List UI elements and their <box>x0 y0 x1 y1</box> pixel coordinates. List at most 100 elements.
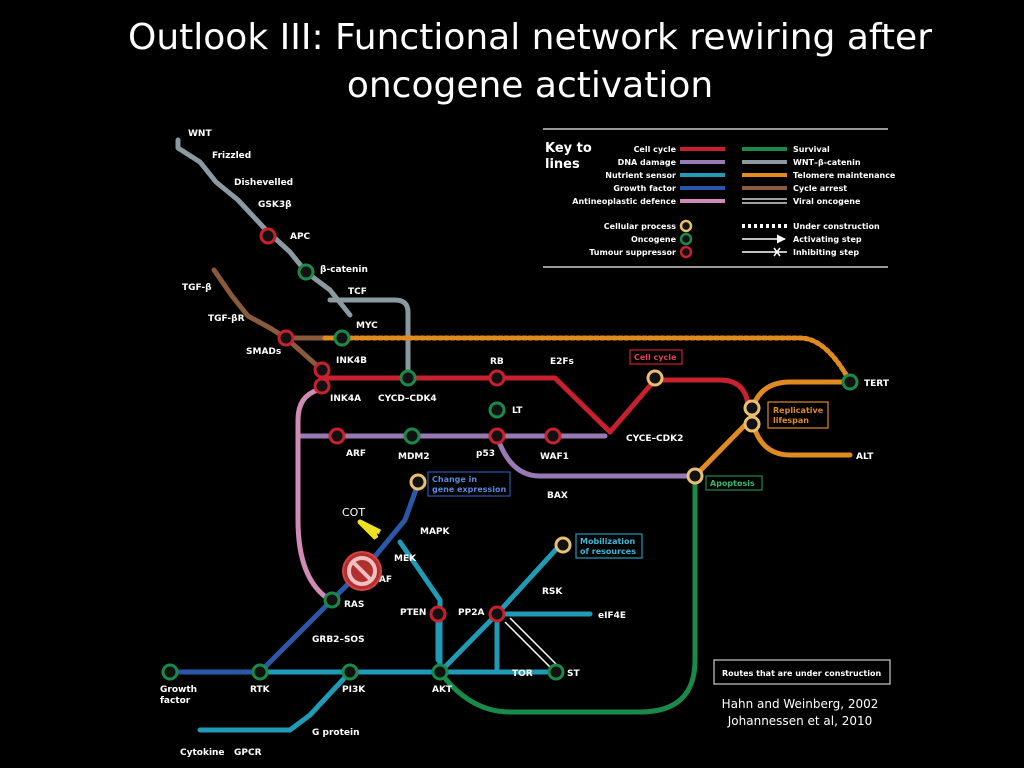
replicative-box-line-1: Replicative <box>773 406 824 415</box>
smads-node <box>277 329 295 347</box>
label-pi3k: PI3K <box>342 685 366 695</box>
pi3k-node <box>341 663 359 681</box>
label-gprotein: G protein <box>312 728 359 738</box>
key-step-inhibit-mark <box>773 247 781 257</box>
label-myc: MYC <box>356 321 378 331</box>
cell-cycle-box-text: Cell cycle <box>634 353 677 362</box>
key-node-swatch-1 <box>679 232 693 246</box>
label-growth-1: Growth <box>160 685 197 695</box>
apoptosis-box <box>705 475 763 491</box>
gprotein-line <box>197 669 353 733</box>
lt-node <box>488 401 506 419</box>
label-ink4b: INK4B <box>336 356 367 366</box>
key-left-label-0: Cell cycle <box>634 145 677 154</box>
label-mapk: MAPK <box>420 527 451 537</box>
label-growth-2: factor <box>160 696 191 706</box>
label-lt: LT <box>512 406 523 416</box>
key-node-label-2: Tumour suppressor <box>589 248 676 257</box>
label-wnt: WNT <box>188 129 212 139</box>
rtk-node <box>251 663 269 681</box>
label-smads: SMADs <box>246 347 281 357</box>
cycd-node <box>399 369 417 387</box>
tert-node <box>841 373 859 391</box>
mdm2-node <box>403 427 421 445</box>
cellcycle-line-right <box>652 377 751 408</box>
label-arf: ARF <box>346 449 366 459</box>
key-legend: Key to lines Cell cycle DNA damage Nutri… <box>543 128 896 268</box>
p53-bax-line <box>494 433 698 479</box>
label-akt: AKT <box>432 685 453 695</box>
apc-node <box>259 227 277 245</box>
slide-title-line-2: oncogene activation <box>346 65 714 106</box>
key-step-items: Under construction Activating step Inhib… <box>742 222 880 257</box>
label-tert: TERT <box>864 379 890 389</box>
label-apc: APC <box>290 232 311 242</box>
gene-expression-box <box>427 471 511 497</box>
citation: Hahn and Weinberg, 2002 Johannessen et a… <box>700 696 900 730</box>
cot-label: COT <box>342 506 365 519</box>
label-gsk3b: GSK3β <box>258 200 292 210</box>
key-node-swatch-0 <box>679 219 693 233</box>
key-right-label-2: Telomere maintenance <box>793 171 896 180</box>
label-cyce: CYCE–CDK2 <box>626 434 683 444</box>
key-right-label-4: Viral oncogene <box>793 197 861 206</box>
ras-node <box>323 591 341 609</box>
slide-title-line-1: Outlook III: Functional network rewiring… <box>128 17 932 58</box>
label-rtk: RTK <box>250 685 271 695</box>
label-ras: RAS <box>344 600 364 610</box>
replicative-box-line-2: lifespan <box>773 416 809 425</box>
key-right-label-3: Cycle arrest <box>793 184 847 193</box>
label-grb2: GRB2–SOS <box>312 635 365 645</box>
myc-node <box>333 329 351 347</box>
key-left-items: Cell cycle DNA damage Nutrient sensor Gr… <box>572 145 725 206</box>
label-alt: ALT <box>856 452 874 462</box>
apoptosis-node <box>686 467 704 485</box>
antineoplastic-line <box>295 387 333 603</box>
routes-box-text: Routes that are under construction <box>722 669 881 678</box>
label-bcatenin: β-catenin <box>320 265 368 275</box>
label-pten: PTEN <box>400 608 426 618</box>
key-step-label-1: Activating step <box>793 235 862 244</box>
label-tor: TOR <box>512 669 533 679</box>
prohibition-sign-icon <box>342 551 382 591</box>
mobilization-box-line-1: Mobilization <box>580 537 636 546</box>
tert-dotted-line <box>322 335 851 381</box>
apoptosis-orange-line <box>692 422 748 479</box>
viral-lines <box>504 617 561 673</box>
survival-line <box>437 473 698 715</box>
key-left-label-4: Antineoplastic defence <box>572 197 676 206</box>
routes-box <box>713 659 891 685</box>
cellcycle-line-up <box>607 377 658 435</box>
label-cycd: CYCD–CDK4 <box>378 394 437 404</box>
replicative-box <box>767 401 829 429</box>
label-p53: p53 <box>476 449 495 459</box>
key-node-label-0: Cellular process <box>604 222 676 231</box>
key-left-label-3: Growth factor <box>613 184 676 193</box>
key-step-label-2: Inhibiting step <box>793 248 859 257</box>
ink4b-node <box>313 361 331 379</box>
p53-node <box>488 427 506 445</box>
replicative-node-b <box>743 415 761 433</box>
key-right-items: Survival WNT–β-catenin Telomere maintena… <box>742 145 896 206</box>
label-bax: BAX <box>547 491 568 501</box>
cellcycle-node <box>646 369 664 387</box>
label-frizzled: Frizzled <box>212 151 251 161</box>
node-labels: WNT Frizzled Dishevelled GSK3β APC β-cat… <box>160 129 890 758</box>
cell-cycle-box <box>629 349 683 365</box>
rb-node <box>488 369 506 387</box>
cot-annotation: COT <box>342 506 382 540</box>
mobilization-box-line-2: of resources <box>580 547 636 556</box>
label-tgfbr: TGF-βR <box>208 314 245 324</box>
key-right-label-0: Survival <box>793 145 830 154</box>
st-node <box>547 663 565 681</box>
replicative-node-a <box>743 399 761 417</box>
key-right-label-1: WNT–β-catenin <box>793 158 861 167</box>
key-node-items: Cellular process Oncogene Tumour suppres… <box>589 219 693 259</box>
growth-factor-node <box>161 663 179 681</box>
pten-node <box>429 605 447 623</box>
akt-node <box>431 663 449 681</box>
cot-arrow-icon <box>357 519 382 540</box>
wnt-catenin-line <box>175 137 353 318</box>
label-mdm2: MDM2 <box>398 452 430 462</box>
